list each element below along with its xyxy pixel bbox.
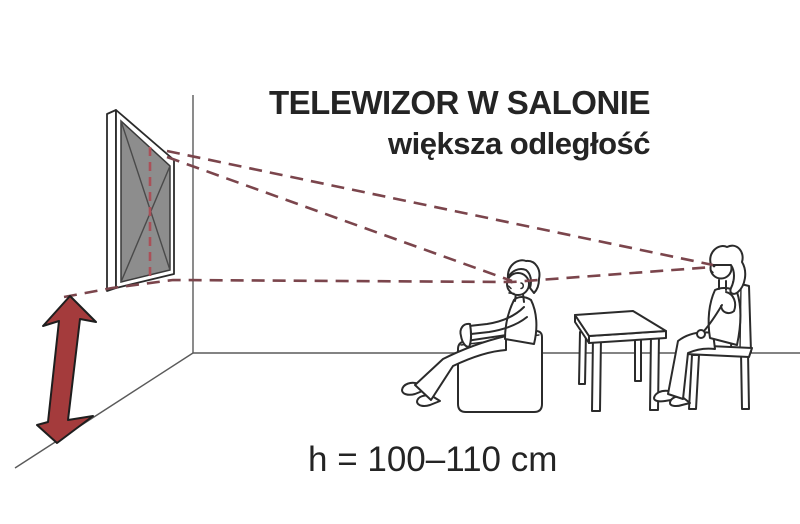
tv-illustration (106, 109, 175, 292)
page-title: TELEWIZOR W SALONIE (269, 84, 650, 121)
woman-eye (712, 264, 716, 268)
diagram-header: TELEWIZOR W SALONIE większa odległość (200, 82, 650, 164)
viewer-chair-figure (653, 244, 747, 408)
page-subtitle: większa odległość (388, 126, 651, 162)
viewer-sofa-figure (401, 259, 541, 407)
table-illustration (574, 310, 667, 412)
sight-lines (63, 147, 714, 299)
height-range-arrow-icon (36, 295, 97, 444)
height-label: h = 100–110 cm (308, 440, 558, 479)
